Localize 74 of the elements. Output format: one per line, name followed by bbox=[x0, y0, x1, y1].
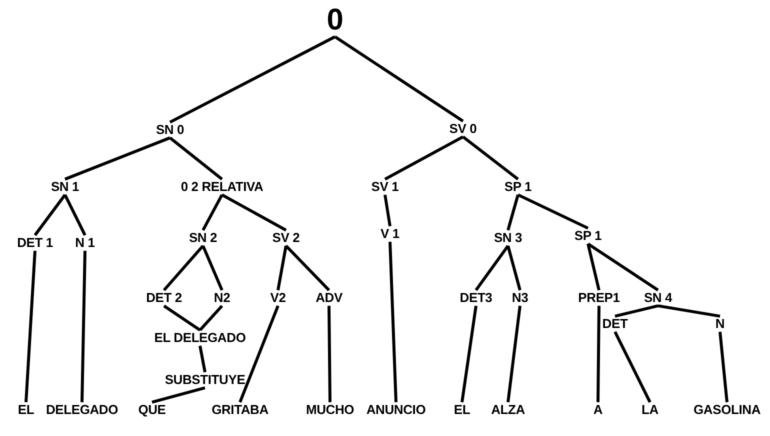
tree-branch-line bbox=[506, 194, 520, 231]
tree-branch-line bbox=[202, 194, 224, 231]
word-label: LA bbox=[642, 403, 658, 417]
tree-node-label: N3 bbox=[512, 291, 528, 305]
tree-branch-line bbox=[284, 244, 330, 292]
tree-node-label: DET bbox=[602, 317, 628, 331]
tree-node-label: 0 bbox=[326, 4, 344, 36]
tree-branch-line bbox=[80, 250, 86, 402]
tree-node-label: SN 1 bbox=[50, 180, 80, 194]
tree-node-label: DET 1 bbox=[17, 236, 53, 250]
tree-node-label: V2 bbox=[270, 291, 286, 305]
tree-branch-line bbox=[64, 136, 171, 181]
tree-branch-line bbox=[221, 194, 287, 232]
tree-node-label: N bbox=[715, 317, 725, 331]
word-label: MUCHO bbox=[306, 403, 354, 417]
tree-branch-line bbox=[388, 242, 398, 402]
tree-node-label: SN 2 bbox=[188, 231, 218, 245]
tree-node-label: SV 1 bbox=[371, 180, 399, 194]
tree-node-label: EL DELEGADO bbox=[154, 331, 246, 345]
tree-branch-line bbox=[517, 193, 589, 230]
tree-branch-line bbox=[506, 245, 522, 291]
tree-branch-line bbox=[169, 35, 336, 124]
tree-branch-line bbox=[198, 304, 224, 332]
word-label: DELEGADO bbox=[46, 403, 118, 417]
tree-branch-line bbox=[718, 332, 728, 402]
word-label: GRITABA bbox=[212, 403, 268, 417]
tree-branch-line bbox=[328, 306, 332, 402]
tree-branch-line bbox=[596, 306, 600, 402]
tree-branch-line bbox=[384, 194, 392, 226]
tree-branch-line bbox=[64, 194, 86, 236]
tree-branch-line bbox=[34, 194, 66, 236]
tree-node-label: V 1 bbox=[380, 227, 400, 241]
tree-node-label: SN 4 bbox=[644, 291, 672, 305]
tree-node-label: SN 3 bbox=[494, 231, 522, 245]
word-label: QUE bbox=[138, 403, 166, 417]
tree-branch-line bbox=[462, 136, 519, 180]
word-label: ALZA bbox=[491, 403, 525, 417]
tree-node-label: N 1 bbox=[75, 236, 95, 250]
word-label: ANUNCIO bbox=[366, 403, 426, 417]
tree-branch-line bbox=[460, 306, 478, 402]
tree-branch-line bbox=[152, 386, 206, 404]
tree-node-label: SUBSTITUYE bbox=[164, 373, 246, 387]
tree-branch-line bbox=[334, 36, 464, 122]
tree-node-label: SV 2 bbox=[272, 231, 300, 245]
tree-branch-line bbox=[587, 242, 659, 292]
tree-node-label: SN 0 bbox=[156, 123, 184, 137]
tree-branch-line bbox=[162, 244, 204, 292]
tree-node-label: SP 1 bbox=[574, 229, 602, 243]
word-label: EL bbox=[454, 403, 470, 417]
tree-branch-line bbox=[614, 304, 658, 318]
tree-node-label: ADV bbox=[316, 291, 342, 305]
tree-branch-line bbox=[506, 306, 522, 402]
tree-branch-line bbox=[163, 304, 201, 332]
tree-node-label: SP 1 bbox=[504, 180, 532, 194]
tree-branch-line bbox=[276, 246, 288, 290]
tree-branch-line bbox=[474, 244, 510, 292]
tree-branch-line bbox=[169, 136, 223, 180]
tree-node-label: N2 bbox=[214, 291, 230, 305]
word-label: EL bbox=[18, 403, 34, 417]
tree-branch-line bbox=[586, 243, 600, 291]
tree-branch-line bbox=[614, 331, 652, 403]
tree-node-label: 0 2 RELATIVA bbox=[180, 180, 264, 194]
tree-node-label: PREP1 bbox=[578, 291, 620, 305]
tree-node-label: DET 2 bbox=[146, 291, 182, 305]
tree-branch-line bbox=[238, 305, 280, 403]
tree-branch-line bbox=[198, 346, 206, 372]
tree-node-label: SV 0 bbox=[449, 122, 477, 136]
tree-branch-line bbox=[658, 304, 720, 318]
word-label: GASOLINA bbox=[694, 403, 760, 417]
tree-branch-line bbox=[202, 245, 224, 291]
tree-branch-line bbox=[384, 136, 464, 180]
word-label: A bbox=[593, 403, 603, 417]
tree-branch-line bbox=[24, 250, 36, 402]
tree-node-label: DET3 bbox=[460, 291, 492, 305]
